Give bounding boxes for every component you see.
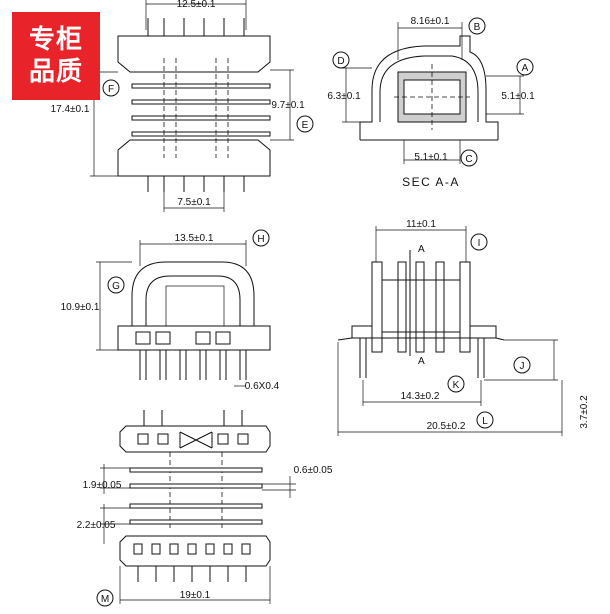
section-view: 8.16±0.1 6.3±0.1 5.1±0.1 5.1±0.1 SEC	[327, 16, 535, 189]
dim-sec-left: 6.3±0.1	[327, 91, 361, 102]
badge-line-1: 专柜	[28, 25, 83, 55]
dim-bottom-width: 19±0.1	[180, 590, 211, 601]
dim-pin-spacing: 7.5±0.1	[177, 197, 211, 208]
dim-pin-size: 0.6X0.4	[245, 381, 280, 392]
dim-side-pins: 14.3±0.2	[401, 391, 440, 402]
callout-k: K	[453, 380, 460, 391]
callout-c: C	[465, 154, 472, 165]
dim-top-width: 12.5±0.1	[177, 0, 216, 10]
dim-front-width: 13.5±0.1	[175, 233, 214, 244]
callout-d: D	[337, 56, 344, 67]
section-caption: SEC A-A	[402, 175, 460, 189]
section-mark-bottom: A	[418, 356, 425, 367]
dim-flange-thickness: 0.6±0.05	[294, 465, 333, 476]
top-view: 12.5±0.1	[51, 0, 314, 212]
bottom-view: 1.9±0.05 0.6±0.05 2.2±0.05 19±0.1 M	[77, 410, 333, 607]
quality-badge: 专柜 品质	[12, 12, 100, 100]
callout-h: H	[257, 234, 264, 245]
callout-b: B	[474, 22, 481, 33]
dim-flange-gap: 1.9±0.05	[83, 480, 122, 491]
callout-m: M	[101, 594, 109, 605]
dim-front-height: 10.9±0.1	[61, 302, 100, 313]
section-mark-top: A	[418, 244, 425, 255]
dim-side-base: 20.5±0.2	[427, 421, 466, 432]
side-view: 11±0.1 A A	[337, 219, 590, 436]
dim-height-total: 17.4±0.1	[51, 104, 90, 115]
callout-a: A	[522, 63, 529, 74]
callout-l: L	[482, 416, 488, 427]
dim-side-top: 11±0.1	[406, 219, 436, 230]
front-view: 13.5±0.1 10.9±0.1	[61, 229, 280, 392]
callout-f: F	[108, 84, 114, 95]
callout-i: I	[478, 238, 481, 249]
dim-sec-right: 5.1±0.1	[501, 91, 535, 102]
dim-bottom-gap: 2.2±0.05	[77, 520, 116, 531]
badge-line-2: 品质	[28, 57, 83, 87]
callout-g: G	[112, 281, 120, 292]
dim-sec-bottom: 5.1±0.1	[414, 152, 448, 163]
dim-side-pin-length: 3.7±0.2	[579, 395, 590, 429]
dim-inner-height: 9.7±0.1	[271, 100, 305, 111]
callout-e: E	[302, 120, 309, 131]
callout-j: J	[520, 361, 525, 372]
dim-sec-top: 8.16±0.1	[411, 16, 450, 27]
